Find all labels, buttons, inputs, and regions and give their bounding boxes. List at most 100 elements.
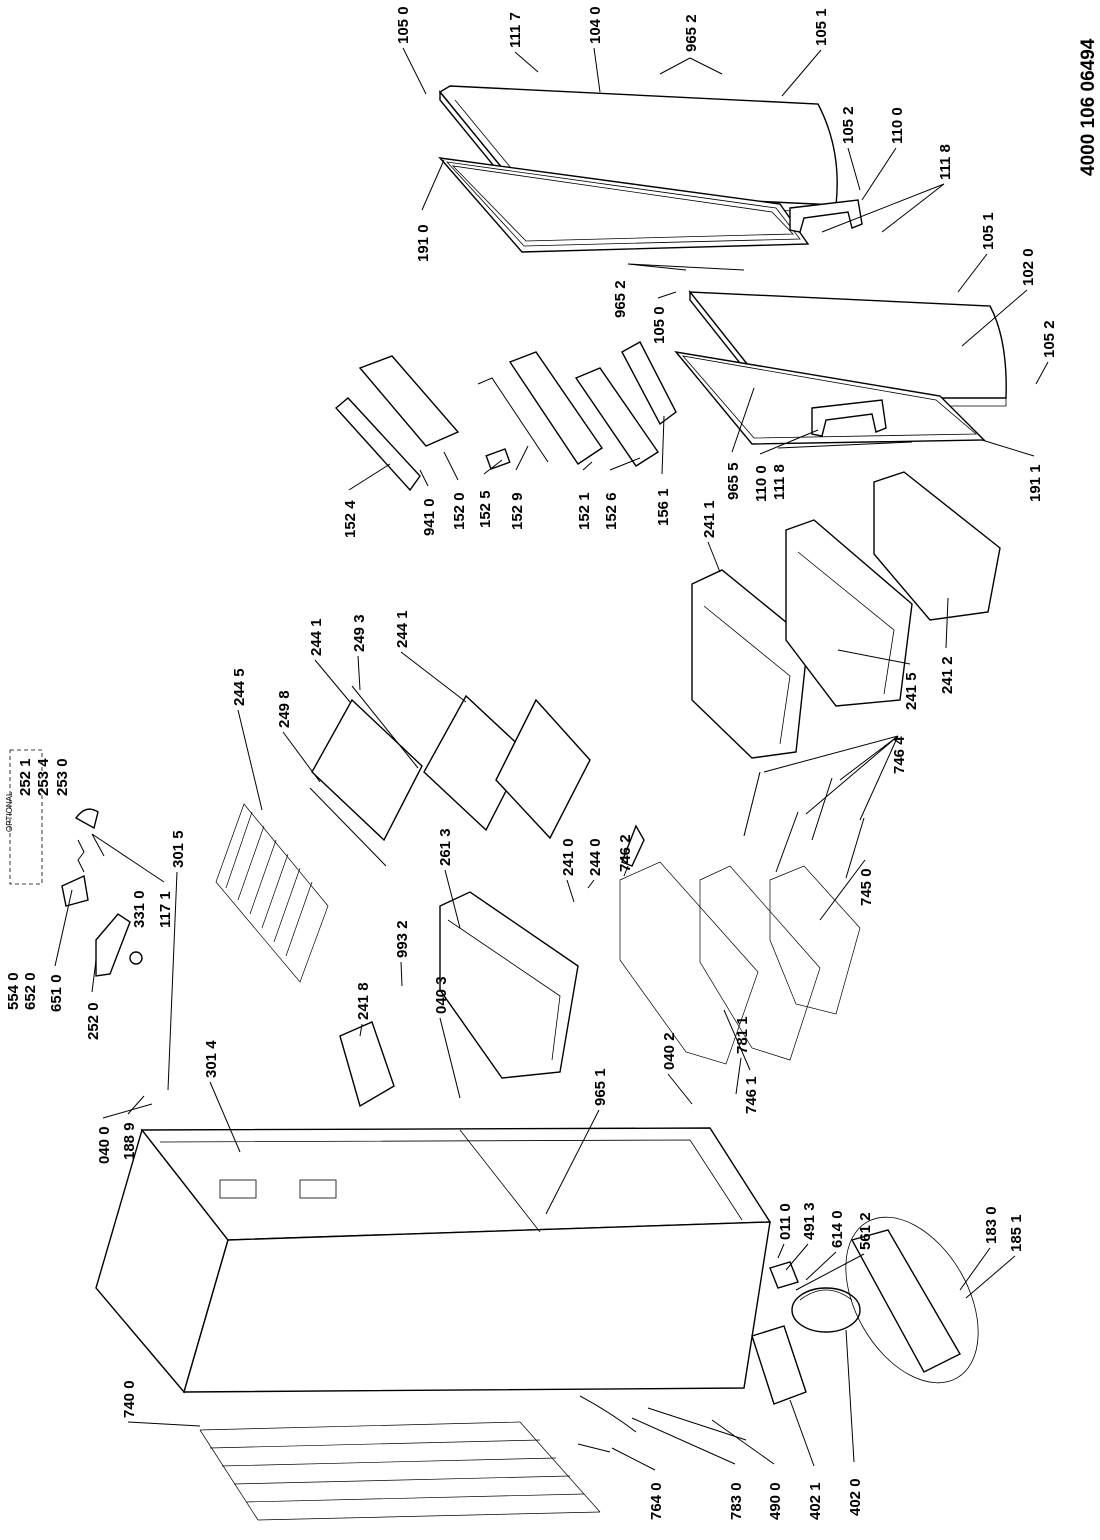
- compressor-402-0: [791, 1287, 861, 1333]
- part-label: 105 1: [980, 212, 997, 250]
- wire-shelf-244-5: [215, 803, 329, 983]
- freezer-handle: [789, 199, 863, 233]
- part-label: 965 2: [612, 280, 629, 318]
- clip-152-5: [485, 448, 511, 470]
- evaporator-grid-745-0: [769, 865, 861, 1015]
- freezer-drawer-241-2: [873, 471, 1001, 621]
- part-label: 244 5: [231, 668, 248, 706]
- part-label: 331 0: [131, 890, 148, 928]
- lamp-cover-253-0: [74, 808, 99, 830]
- part-label: 301 4: [203, 1040, 220, 1078]
- part-label: 252 0: [85, 1002, 102, 1040]
- part-label: 105 0: [651, 306, 668, 344]
- part-label: 185 1: [1008, 1214, 1025, 1252]
- cabinet-body: [95, 1127, 772, 1394]
- part-label: 152 9: [509, 492, 526, 530]
- drawer-front-241-0: [447, 919, 561, 1061]
- part-label: 105 0: [395, 6, 412, 44]
- part-label: 040 2: [661, 1032, 678, 1070]
- fridge-handle: [811, 399, 887, 437]
- part-label: 110 0: [889, 107, 906, 144]
- part-label: 188 9: [121, 1122, 138, 1160]
- part-label: 252 1: [17, 758, 34, 796]
- door-balcony-152-1: [508, 351, 603, 465]
- drawer-241-0: [439, 891, 579, 1079]
- part-label: 111 8: [771, 464, 788, 500]
- base-plate-callout-outline: [845, 1216, 979, 1384]
- ice-tray-241-8: [339, 1021, 395, 1108]
- thermostat-554-0: [61, 874, 89, 907]
- part-label: 241 2: [939, 656, 956, 694]
- part-drawings: [9, 85, 1007, 1521]
- drawer-rails-746-4: [743, 771, 865, 879]
- freezer-door-gasket: [438, 157, 810, 253]
- part-label: 104 0: [587, 6, 604, 44]
- knob-331-0: [129, 951, 143, 965]
- part-label: 111 7: [507, 12, 524, 48]
- leader-lines: [54, 47, 1049, 1471]
- part-label: 244 1: [308, 618, 325, 656]
- part-label: 152 1: [576, 492, 593, 530]
- part-label: 152 6: [603, 492, 620, 530]
- part-label: 183 0: [983, 1206, 1000, 1244]
- part-label: 614 0: [829, 1210, 846, 1248]
- part-label: 764 0: [648, 1482, 665, 1520]
- part-label: 011 0: [777, 1203, 794, 1240]
- part-label: 965 1: [592, 1068, 609, 1106]
- part-label: 781 1: [734, 1016, 751, 1054]
- thermostat-box-491-3: [769, 1261, 799, 1289]
- document-number: 4000 106 06494: [1078, 38, 1099, 176]
- part-label: 117 1: [157, 891, 174, 928]
- base-plate-183-0: [850, 1229, 961, 1373]
- part-label: 402 1: [807, 1482, 824, 1520]
- glass-shelf-244-1-upper: [311, 698, 423, 842]
- door-balcony-152-6: [574, 367, 659, 467]
- part-label: 241 5: [903, 672, 920, 710]
- part-label: 745 0: [858, 868, 875, 906]
- part-label: 993 2: [394, 920, 411, 958]
- freezer-drawer-241-1: [691, 569, 809, 759]
- optional-box-label: OPTIONAL: [5, 791, 14, 832]
- wire-152-9: [477, 377, 549, 463]
- part-label: 301 5: [170, 830, 187, 868]
- part-label: 191 1: [1027, 464, 1044, 502]
- part-label: 244 1: [394, 610, 411, 648]
- lamp-housing-252-0: [95, 913, 131, 977]
- part-label: 110 0: [753, 465, 770, 502]
- part-label: 740 0: [121, 1380, 138, 1418]
- part-label: 941 0: [421, 498, 438, 536]
- part-label: 156 1: [655, 488, 672, 526]
- optional-box: [9, 749, 43, 885]
- part-label: 152 0: [451, 492, 468, 530]
- pipe-764-0: [577, 1443, 611, 1453]
- part-label: 746 1: [743, 1076, 760, 1114]
- part-label: 040 0: [96, 1126, 113, 1164]
- part-label: 152 5: [477, 490, 494, 528]
- part-label: 561 2: [857, 1212, 874, 1250]
- part-label: 652 0: [22, 972, 39, 1010]
- part-label: 965 5: [725, 462, 742, 500]
- part-label: 554 0: [5, 972, 22, 1010]
- door-balcony-152-0: [358, 355, 460, 447]
- cover-746-2: [621, 824, 645, 867]
- part-label: 191 0: [415, 224, 432, 262]
- part-label: 102 0: [1020, 248, 1037, 286]
- part-label: 253 0: [54, 758, 71, 796]
- glass-shelf-244-0: [495, 698, 591, 840]
- part-label: 402 0: [847, 1478, 864, 1516]
- part-label: 152 4: [342, 500, 359, 538]
- shelf-trim-249-8: [309, 787, 387, 867]
- part-label: 244 0: [587, 838, 604, 876]
- relay-box-402-1: [751, 1325, 807, 1405]
- part-label: 965 2: [683, 14, 700, 52]
- condenser-740-0: [199, 1421, 601, 1521]
- part-label: 040 3: [433, 976, 450, 1014]
- part-label: 490 0: [767, 1482, 784, 1520]
- part-label: 241 8: [355, 982, 372, 1020]
- power-cord-490-0: [647, 1407, 747, 1441]
- part-label: 253 4: [35, 758, 52, 796]
- door-balcony-152-4: [334, 397, 421, 492]
- part-label: 651 0: [48, 974, 65, 1012]
- spring-253-4: [77, 839, 85, 873]
